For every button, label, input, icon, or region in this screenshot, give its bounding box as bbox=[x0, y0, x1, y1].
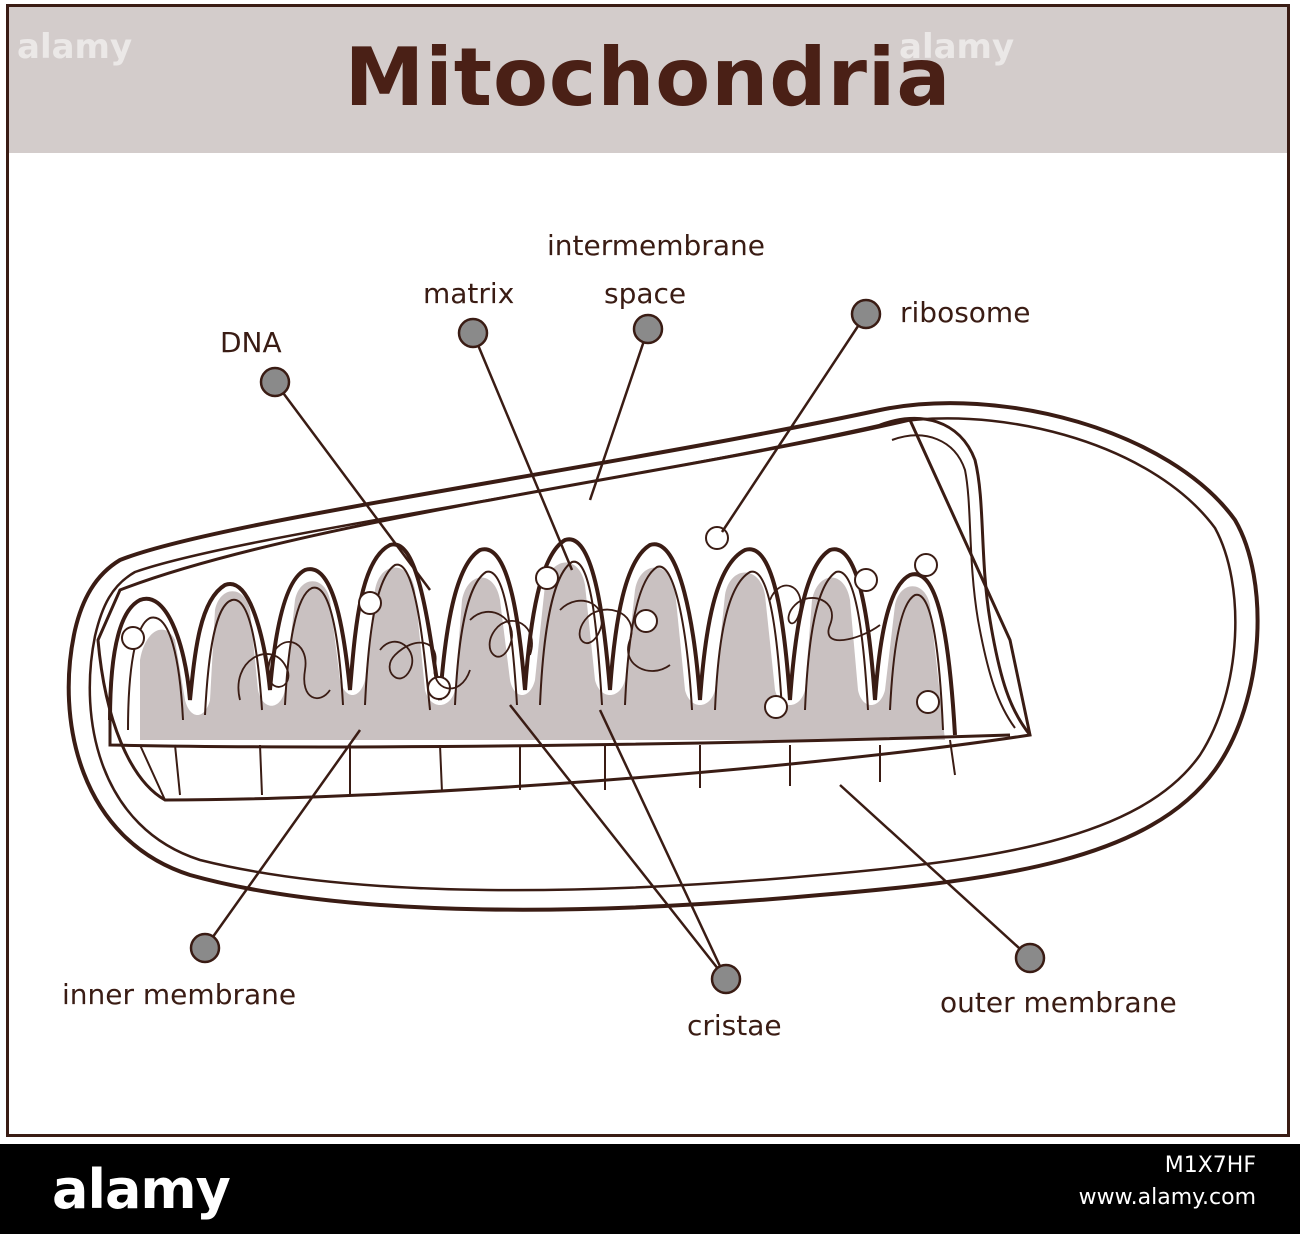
dna-loop bbox=[379, 640, 471, 690]
marker-inner-membrane bbox=[189, 932, 221, 964]
label-dna: DNA bbox=[220, 326, 282, 359]
marker-outer-membrane bbox=[1014, 942, 1046, 974]
matrix-region bbox=[140, 562, 945, 740]
cut-bottom-edge-2 bbox=[139, 739, 956, 801]
marker-ribosome bbox=[850, 298, 882, 330]
label-outer-membrane: outer membrane bbox=[940, 986, 1177, 1019]
leader-ribosome bbox=[720, 313, 868, 533]
footer-url: www.alamy.com bbox=[1078, 1185, 1256, 1210]
footer-image-id: M1X7HF bbox=[1164, 1153, 1256, 1178]
leader-outer-membrane bbox=[839, 784, 1031, 959]
ribosome-dot bbox=[358, 591, 382, 615]
leader-dna bbox=[273, 381, 432, 591]
label-markers bbox=[189, 298, 1046, 995]
ribosome-dot bbox=[764, 695, 788, 719]
leader-cristae-a bbox=[509, 704, 727, 980]
dna-loop bbox=[559, 599, 671, 672]
watermark: alamy bbox=[899, 27, 1015, 67]
dna-loop bbox=[469, 610, 533, 658]
label-space: space bbox=[604, 277, 686, 310]
leader-cristae-b bbox=[598, 709, 728, 980]
ribosome-dot bbox=[916, 690, 940, 714]
label-matrix: matrix bbox=[423, 277, 514, 310]
ribosome-dot bbox=[535, 566, 559, 590]
ribosome-dot bbox=[705, 526, 729, 550]
marker-matrix bbox=[457, 317, 489, 349]
footer-logo: alamy bbox=[52, 1158, 231, 1221]
far-cristae-2 bbox=[891, 434, 1016, 729]
leader-matrix bbox=[471, 332, 574, 571]
watermark: alamy bbox=[17, 27, 133, 67]
inner-membrane-inner-line bbox=[127, 560, 944, 731]
marker-dna bbox=[259, 366, 291, 398]
ribosome-dot bbox=[854, 568, 878, 592]
ribosomes bbox=[121, 526, 940, 719]
footer-bar: alamy M1X7HF www.alamy.com bbox=[0, 1144, 1300, 1234]
leader-lines bbox=[203, 313, 1031, 980]
diagram-title: Mitochondria bbox=[344, 31, 952, 124]
label-ribosome: ribosome bbox=[900, 296, 1030, 329]
footer-image-info: M1X7HF www.alamy.com bbox=[1079, 1150, 1256, 1214]
leader-intermembrane bbox=[588, 328, 650, 501]
ribosome-dot bbox=[914, 553, 938, 577]
ribosome-dot bbox=[634, 609, 658, 633]
dna-strands bbox=[237, 584, 881, 701]
label-intermembrane: intermembrane bbox=[547, 229, 765, 262]
ribosome-dot bbox=[121, 626, 145, 650]
marker-cristae bbox=[710, 963, 742, 995]
label-cristae: cristae bbox=[687, 1009, 782, 1042]
label-inner-membrane: inner membrane bbox=[62, 978, 296, 1011]
cut-bottom-edge bbox=[108, 720, 1011, 749]
dna-loop bbox=[237, 641, 331, 701]
marker-intermembrane bbox=[632, 313, 664, 345]
far-cristae bbox=[879, 417, 1032, 736]
title-band: Mitochondria alamy alamy bbox=[9, 7, 1287, 153]
dna-loop bbox=[769, 584, 881, 642]
mitochondria-diagram: intermembrane space matrix DNA ribosome … bbox=[62, 229, 1260, 1042]
leader-inner-membrane bbox=[203, 729, 362, 949]
